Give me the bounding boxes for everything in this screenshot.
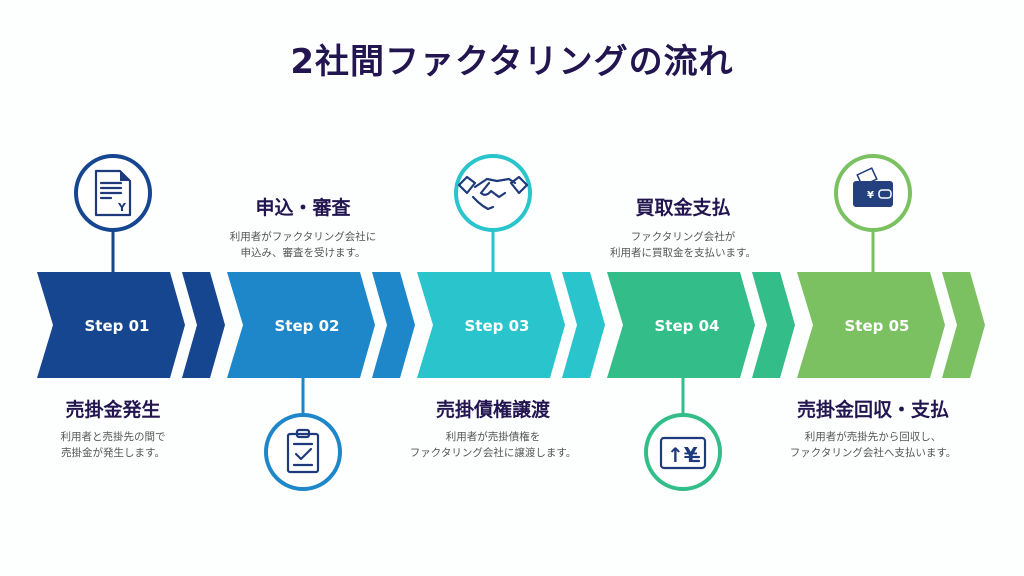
- step-arrow-chevron: [372, 272, 415, 378]
- step-description-line: 利用者が売掛債権を: [445, 431, 541, 443]
- step-5: Step 05 ¥: [797, 154, 985, 378]
- step-label: Step 04: [655, 317, 720, 335]
- clipboard-check-icon: [286, 428, 320, 474]
- step-description: ファクタリング会社が利用者に買取金を支払います。: [563, 229, 803, 261]
- step-arrow-chevron: [752, 272, 795, 378]
- invoice-yen-icon: Y: [94, 169, 132, 217]
- step-description-line: 利用者がファクタリング会社に: [229, 231, 377, 243]
- step-title: 売掛金回収・支払: [796, 399, 949, 421]
- step-title: 買取金支払: [635, 197, 731, 219]
- step-chevron: [417, 272, 565, 378]
- step-chevron: [797, 272, 945, 378]
- step-description-line: 利用者に買取金を支払います。: [610, 247, 756, 259]
- step-description-line: ファクタリング会社に譲渡します。: [409, 447, 577, 459]
- icon-circle: [264, 413, 342, 491]
- step-label: Step 03: [465, 317, 530, 335]
- step-2: Step 02: [227, 272, 415, 491]
- svg-text:¥: ¥: [867, 190, 874, 201]
- step-3: Step 03: [417, 154, 605, 378]
- step-label: Step 02: [275, 317, 340, 335]
- svg-text:Y: Y: [117, 201, 127, 214]
- step-description: 利用者が売掛先から回収し、ファクタリング会社へ支払います。: [753, 429, 993, 461]
- currency-exchange-icon: ↑¥: [659, 436, 707, 470]
- svg-text:↑¥: ↑¥: [667, 443, 698, 467]
- handshake-icon: [457, 175, 529, 211]
- step-description: 利用者が売掛債権をファクタリング会社に譲渡します。: [373, 429, 613, 461]
- step-chevron: [227, 272, 375, 378]
- step-label: Step 05: [845, 317, 910, 335]
- step-arrow-chevron: [942, 272, 985, 378]
- step-arrow-chevron: [562, 272, 605, 378]
- wallet-icon: ¥: [853, 167, 893, 207]
- step-title: 売掛金発生: [65, 399, 161, 421]
- step-arrow-chevron: [182, 272, 225, 378]
- step-description-line: 売掛金が発生します。: [61, 447, 165, 459]
- step-title: 申込・審査: [255, 197, 351, 219]
- step-description-line: 申込み、審査を受けます。: [240, 247, 366, 259]
- step-description: 利用者と売掛先の間で売掛金が発生します。: [0, 429, 233, 461]
- step-label: Step 01: [85, 317, 150, 335]
- step-description: 利用者がファクタリング会社に申込み、審査を受けます。: [183, 229, 423, 261]
- page-title: 2社間ファクタリングの流れ: [290, 42, 734, 82]
- step-title: 売掛債権譲渡: [435, 399, 550, 421]
- step-description-line: ファクタリング会社が: [630, 231, 736, 243]
- step-description-line: 利用者が売掛先から回収し、: [804, 431, 942, 443]
- step-chevron: [37, 272, 185, 378]
- icon-circle: [644, 413, 722, 491]
- step-description-line: ファクタリング会社へ支払います。: [789, 447, 957, 459]
- step-4: Step 04 ↑¥: [607, 272, 795, 491]
- step-chevron: [607, 272, 755, 378]
- step-description-line: 利用者と売掛先の間で: [60, 431, 166, 443]
- step-1: Step 01 Y: [37, 154, 225, 378]
